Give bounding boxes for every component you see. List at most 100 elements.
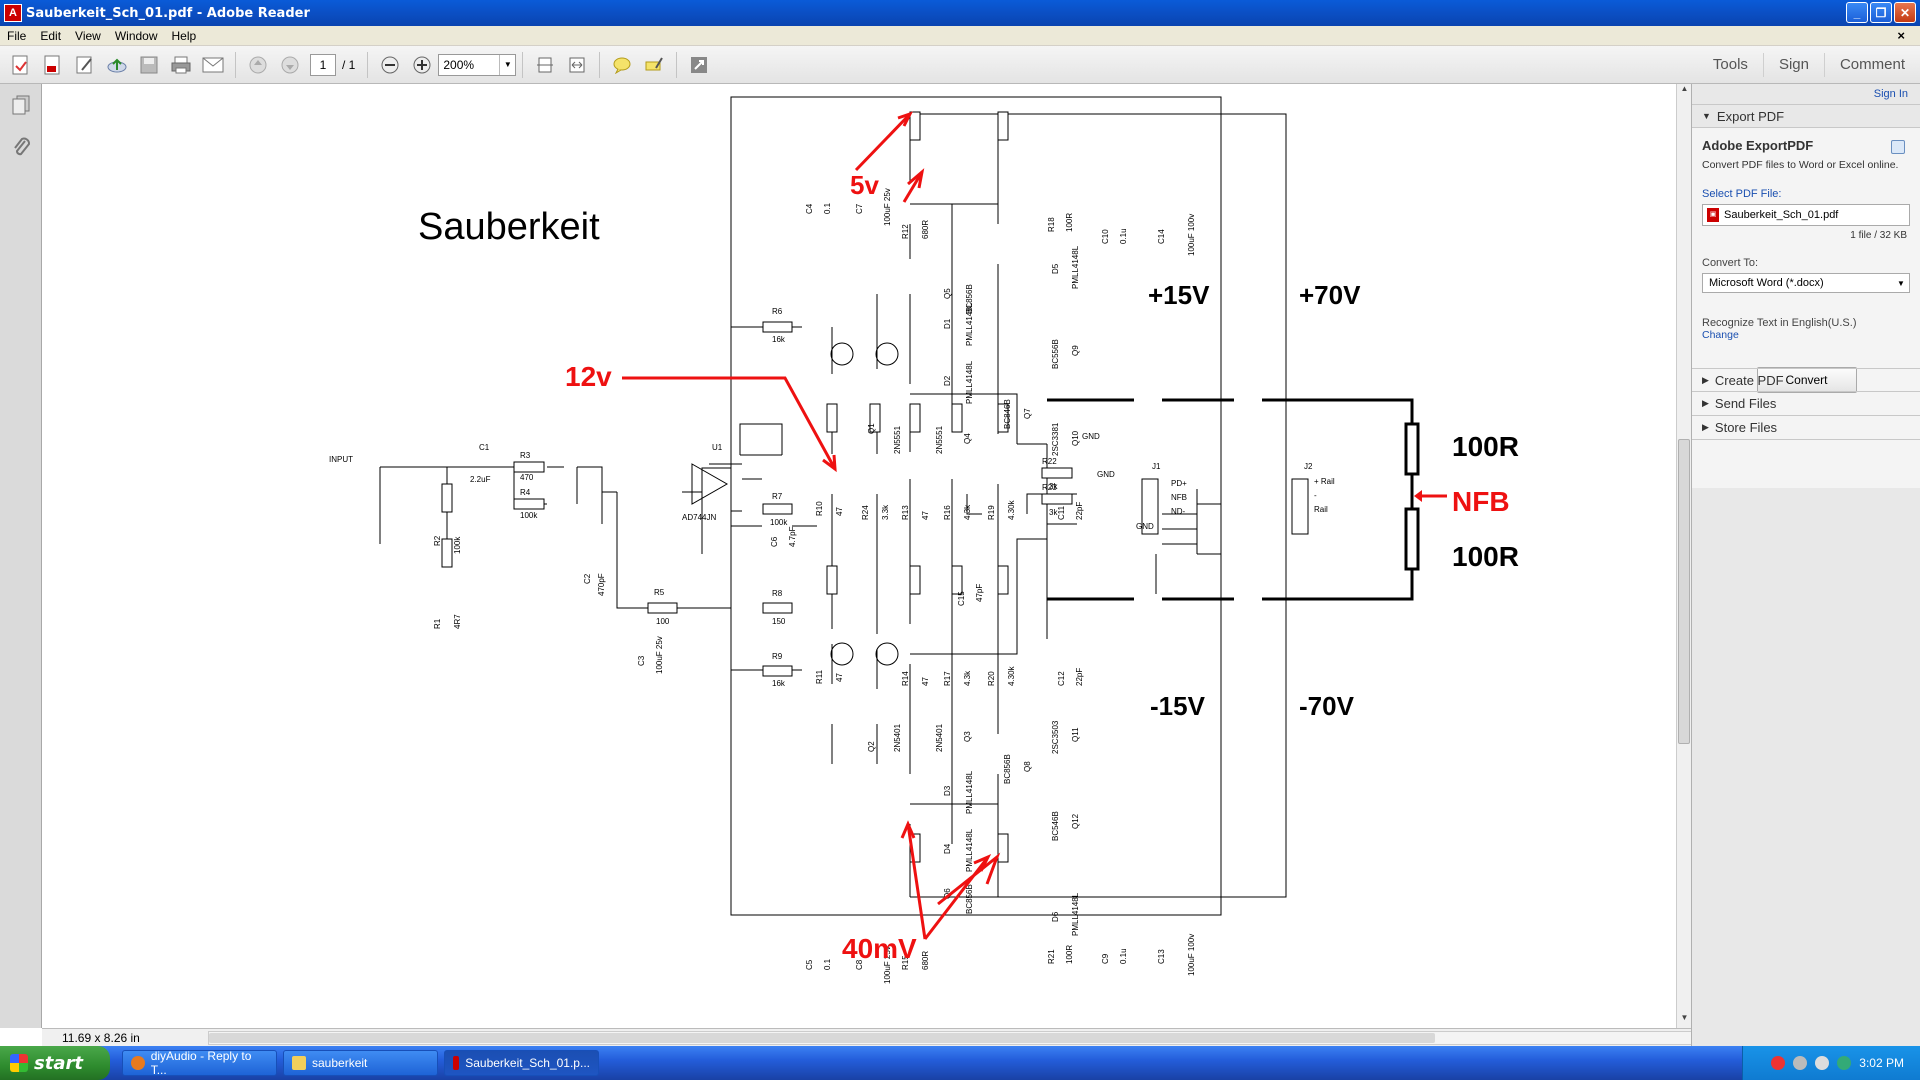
- taskbar-item-label: diyAudio - Reply to T...: [150, 1049, 252, 1077]
- label-r22-value: 3k: [1049, 482, 1058, 491]
- navigation-pane: [0, 84, 42, 1028]
- menu-bar: File Edit View Window Help ×: [0, 26, 1920, 46]
- zoom-select[interactable]: 200% ▼: [438, 53, 517, 76]
- window-title: Sauberkeit_Sch_01.pdf - Adobe Reader: [26, 5, 310, 21]
- taskbar-item-folder[interactable]: sauberkeit: [283, 1050, 438, 1076]
- label-q12-value: BC546B: [1051, 811, 1060, 841]
- label-q6: Q6: [943, 888, 952, 899]
- label-r14: R14: [901, 671, 910, 686]
- label-q7: Q7: [1023, 408, 1032, 419]
- selected-file-field[interactable]: ▣ Sauberkeit_Sch_01.pdf: [1702, 204, 1910, 226]
- convert-to-select[interactable]: Microsoft Word (*.docx) ▼: [1702, 273, 1910, 293]
- label-q2: Q2: [867, 741, 876, 752]
- convert-button[interactable]: Convert: [1756, 367, 1857, 393]
- label-c3: C3: [637, 655, 646, 666]
- label-c12: C12: [1057, 671, 1066, 686]
- menu-edit[interactable]: Edit: [40, 28, 62, 43]
- label-q2-value: 2N5401: [893, 723, 902, 752]
- label-r17: R17: [943, 671, 952, 686]
- save-icon[interactable]: [136, 52, 162, 78]
- start-button[interactable]: start: [0, 1046, 110, 1080]
- label-c4-value: 0.1: [823, 202, 832, 214]
- menu-view[interactable]: View: [75, 28, 101, 43]
- network-icon[interactable]: [1793, 1056, 1808, 1070]
- update-icon[interactable]: [1837, 1056, 1852, 1070]
- page-number-input[interactable]: 1: [310, 53, 336, 76]
- tab-comment[interactable]: Comment: [1823, 53, 1920, 77]
- label-c11: C11: [1057, 505, 1066, 520]
- horizontal-scroll-thumb[interactable]: [209, 1033, 1435, 1043]
- label-r19: R19: [987, 505, 996, 520]
- tab-tools[interactable]: Tools: [1712, 56, 1748, 73]
- minimize-button[interactable]: _: [1846, 2, 1868, 23]
- create-pdf-icon[interactable]: [8, 52, 34, 78]
- resistor-100r-top: [1404, 422, 1420, 476]
- zoom-out-icon[interactable]: [377, 52, 403, 78]
- label-r11-value: 47: [835, 673, 844, 682]
- label-r18-value: 100R: [1065, 213, 1074, 232]
- zoom-value: 200%: [443, 57, 475, 72]
- security-icon[interactable]: [1771, 1056, 1786, 1070]
- label-r2: R2: [433, 535, 442, 546]
- upload-icon[interactable]: [104, 52, 130, 78]
- menu-file[interactable]: File: [7, 28, 27, 43]
- vertical-scroll-thumb[interactable]: [1678, 439, 1690, 744]
- previous-page-icon[interactable]: [245, 52, 271, 78]
- vertical-scrollbar[interactable]: ▲ ▼: [1676, 84, 1691, 1028]
- store-files-header[interactable]: ▶ Store Files: [1692, 416, 1920, 440]
- fit-width-icon[interactable]: [564, 52, 590, 78]
- fit-page-icon[interactable]: [532, 52, 558, 78]
- zoom-in-icon[interactable]: [409, 52, 435, 78]
- menu-help[interactable]: Help: [171, 28, 197, 43]
- change-language-link[interactable]: Change: [1702, 329, 1739, 341]
- close-button[interactable]: ✕: [1894, 2, 1916, 23]
- label-q5: Q5: [943, 288, 952, 299]
- sign-in-link[interactable]: Sign In: [1873, 88, 1908, 100]
- restore-button[interactable]: ❐: [1870, 2, 1892, 23]
- pages-icon[interactable]: [8, 94, 34, 120]
- document-close-icon[interactable]: ×: [1897, 28, 1905, 43]
- taskbar-item-reader[interactable]: Sauberkeit_Sch_01.p...: [444, 1050, 599, 1076]
- export-pdf-label: Export PDF: [1716, 108, 1785, 124]
- refresh-icon[interactable]: [1891, 140, 1905, 154]
- label-q3: Q3: [963, 731, 972, 742]
- tab-sign[interactable]: Sign: [1762, 53, 1824, 77]
- label-nd-minus: ND-: [1171, 507, 1186, 516]
- edit-icon[interactable]: [72, 52, 98, 78]
- expand-icon[interactable]: [686, 52, 712, 78]
- create-pdf-header[interactable]: ▶ Create PDF: [1692, 368, 1920, 392]
- label-c6-value: 4.7pF: [788, 526, 797, 547]
- label-rail-minus: -: [1314, 491, 1317, 500]
- label-c12-value: 22pF: [1075, 668, 1084, 686]
- taskbar-item-label: sauberkeit: [312, 1056, 368, 1070]
- scroll-down-icon[interactable]: ▼: [1680, 1013, 1689, 1022]
- label-r6: R6: [772, 307, 783, 316]
- comment-icon[interactable]: [609, 52, 635, 78]
- print-icon[interactable]: [168, 52, 194, 78]
- attachment-icon[interactable]: [8, 136, 34, 162]
- horizontal-scrollbar[interactable]: [208, 1031, 1718, 1045]
- label-c14-value: 100uF 100v: [1187, 214, 1196, 256]
- taskbar-item-browser[interactable]: diyAudio - Reply to T...: [122, 1049, 277, 1077]
- label-r8: R8: [772, 589, 783, 598]
- next-page-icon[interactable]: [277, 52, 303, 78]
- send-files-header[interactable]: ▶ Send Files: [1692, 392, 1920, 416]
- convert-to-value: Microsoft Word (*.docx): [1709, 277, 1824, 289]
- scroll-up-icon[interactable]: ▲: [1680, 84, 1689, 93]
- label-q8: Q8: [1023, 761, 1032, 772]
- menu-window[interactable]: Window: [114, 28, 158, 43]
- export-pdf-header[interactable]: ▼ Export PDF: [1692, 104, 1920, 128]
- label-r20: R20: [987, 671, 996, 686]
- component-labels: INPUT C1 2.2uF R3 470 R4 100k U1 AD744JN…: [329, 307, 1335, 688]
- email-icon[interactable]: [200, 52, 226, 78]
- label-q11-value: 2SC3503: [1051, 720, 1060, 754]
- label-c6: C6: [770, 536, 779, 547]
- volume-icon[interactable]: [1815, 1056, 1830, 1070]
- export-icon[interactable]: [40, 52, 66, 78]
- start-label: start: [34, 1052, 83, 1074]
- label-q1: Q1: [867, 423, 876, 434]
- highlight-icon[interactable]: [641, 52, 667, 78]
- label-gnd: GND: [1097, 470, 1115, 479]
- recognize-text-label: Recognize Text in English(U.S.): [1702, 317, 1857, 329]
- document-view[interactable]: INPUT C1 2.2uF R3 470 R4 100k U1 AD744JN…: [42, 84, 1676, 1028]
